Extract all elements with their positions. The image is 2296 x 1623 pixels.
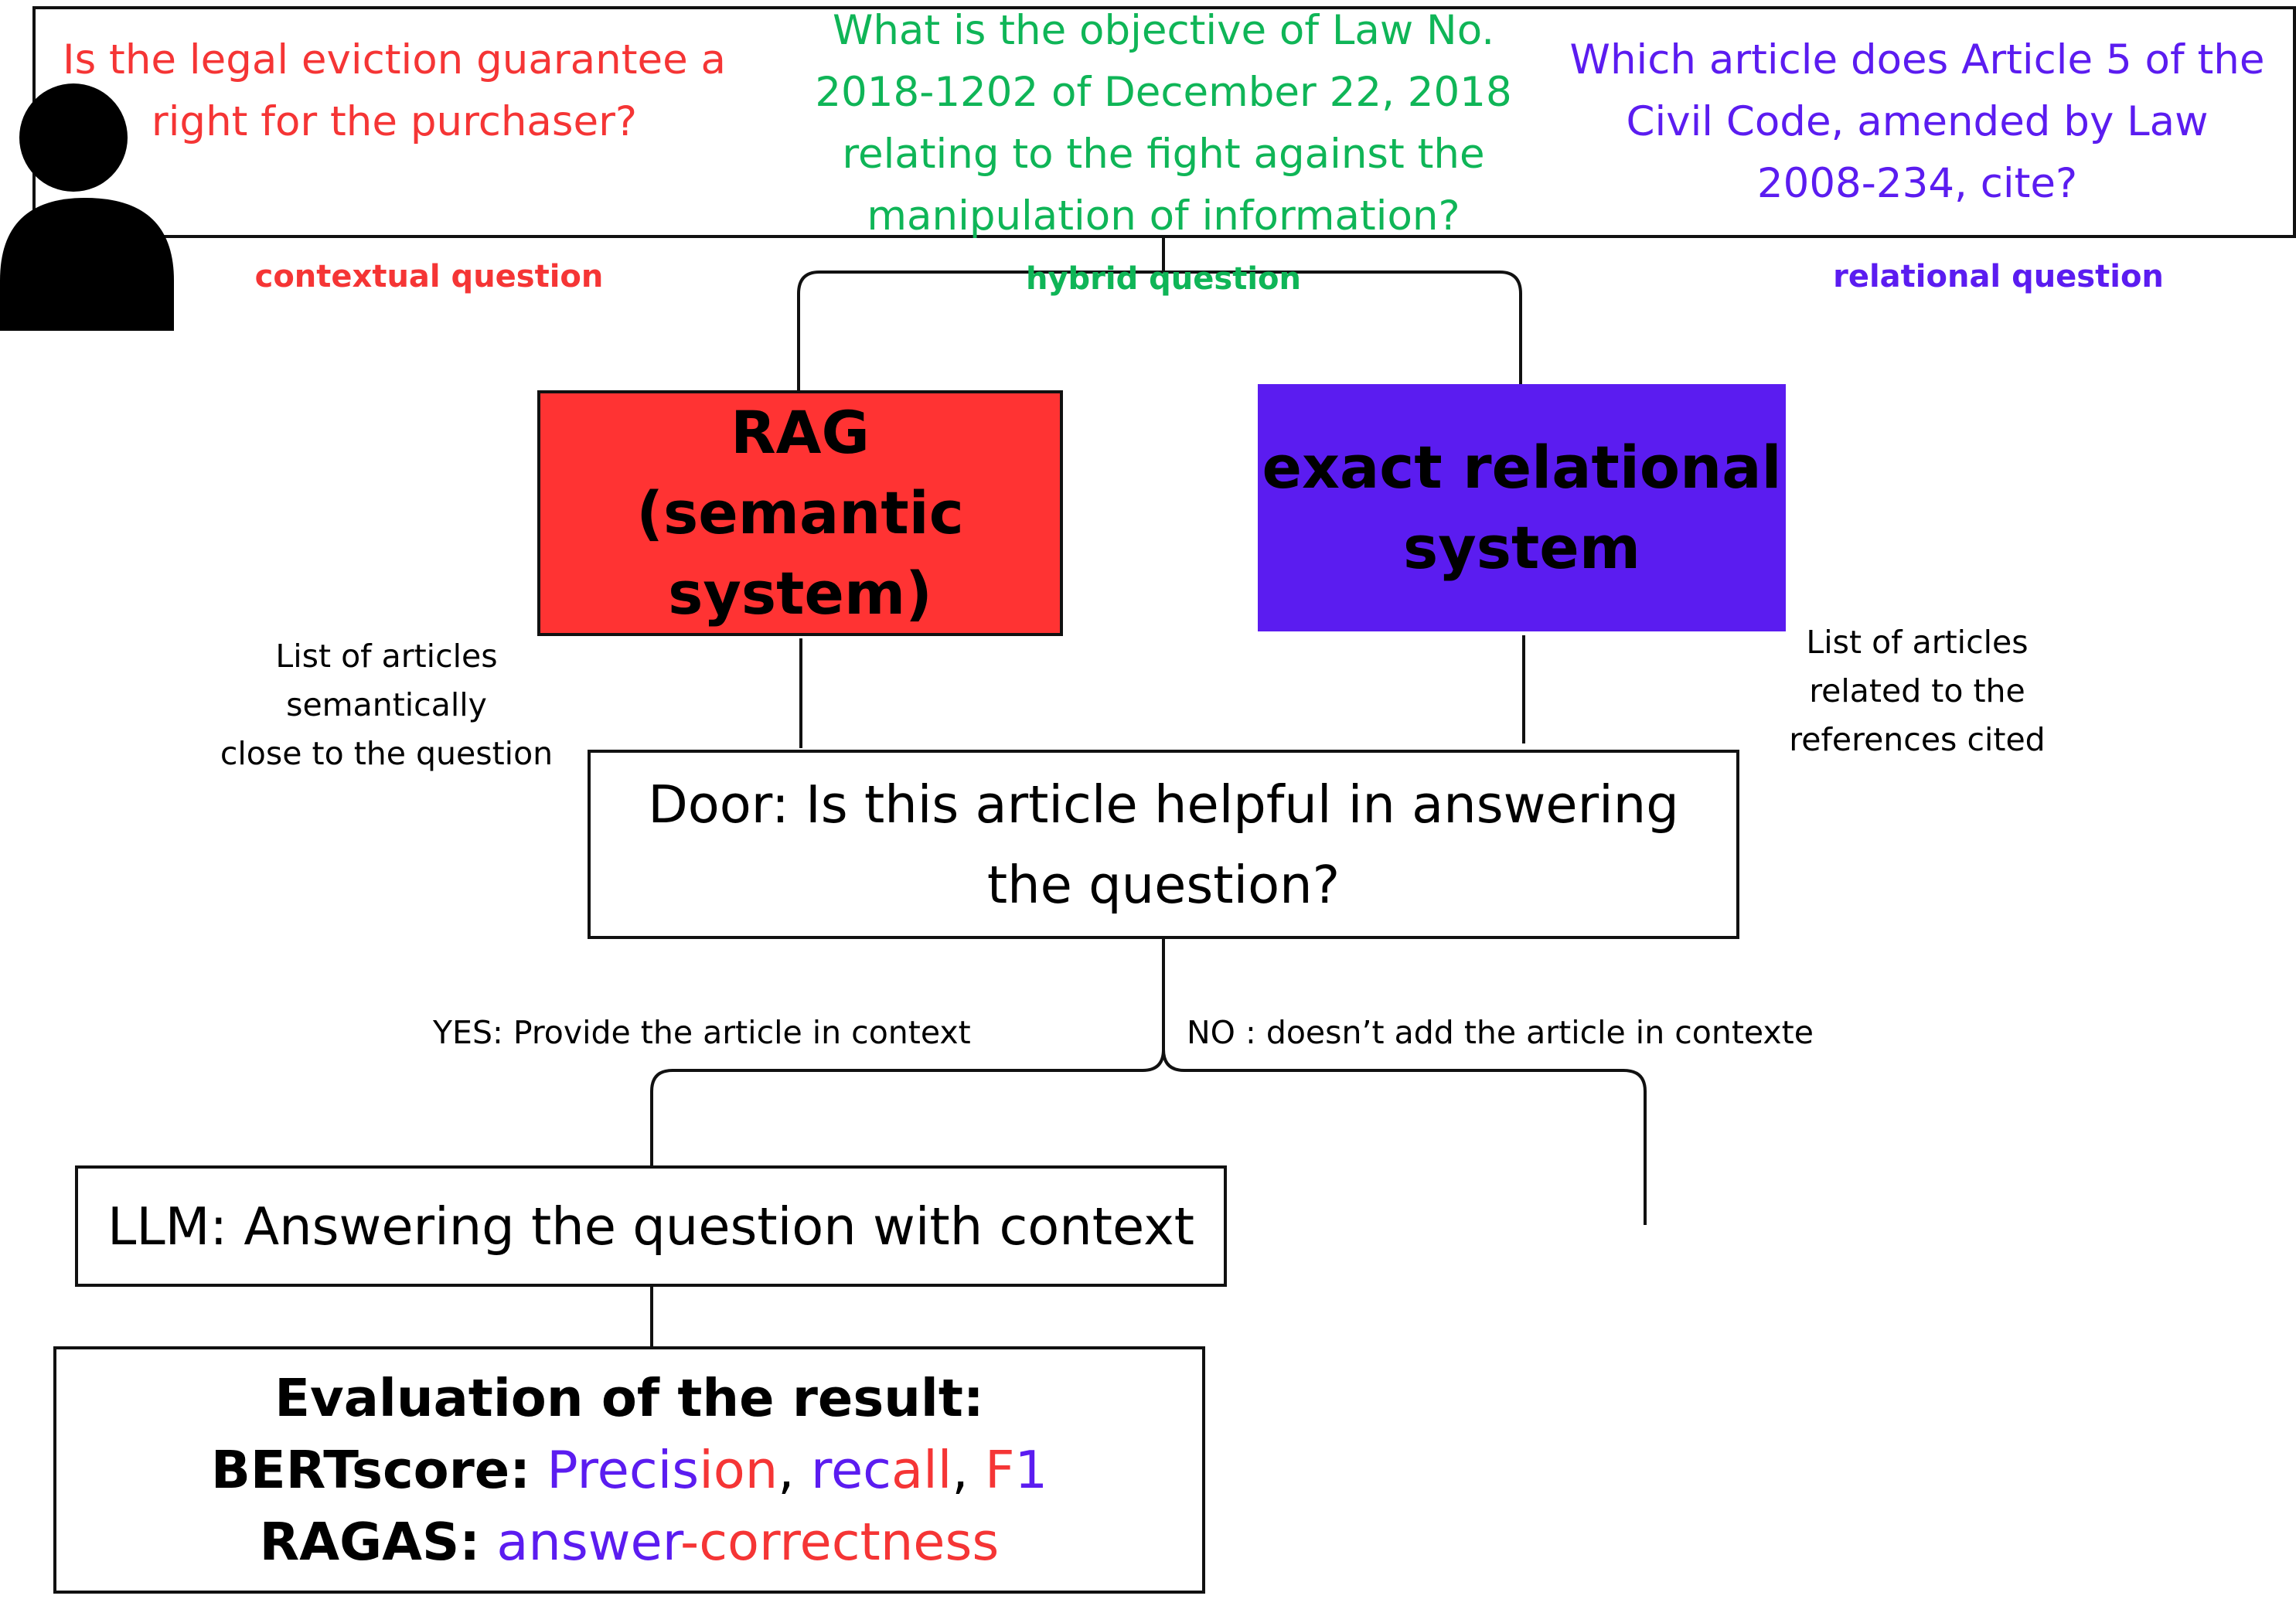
evaluation-title: Evaluation of the result:	[274, 1367, 984, 1428]
relational-system-box: exact relational system	[1258, 384, 1786, 631]
relational-output-line-1: List of articles	[1806, 624, 2029, 661]
yes-branch-label: YES: Provide the article in context	[433, 1014, 971, 1051]
door-text: Door: Is this article helpful in answeri…	[648, 774, 1679, 915]
rag-output-line-1: List of articles	[275, 638, 498, 675]
metric-precision: Precision	[547, 1439, 778, 1500]
rag-system-title: RAG	[731, 398, 870, 467]
relational-system-title: exact relational	[1262, 433, 1782, 502]
no-branch-label: NO : doesn’t add the article in contexte	[1187, 1014, 1814, 1051]
connector-yes-branch	[650, 924, 1165, 1165]
bertscore-label: BERTscore:	[210, 1439, 530, 1500]
relational-system-subtitle: system	[1402, 513, 1641, 582]
bertscore-line: BERTscore: Precision, recall, F1	[210, 1439, 1048, 1500]
rag-output-note: List of articles semantically close to t…	[186, 632, 588, 778]
metric-recall: recall	[810, 1439, 952, 1500]
user-icon	[0, 83, 178, 339]
metric-answer-correctness: answer-correctness	[496, 1511, 1000, 1572]
contextual-question-label: contextual question	[254, 259, 604, 294]
relational-output-line-3: references cited	[1789, 721, 2046, 758]
relational-question-text: Which article does Article 5 of the Civi…	[1569, 36, 2265, 207]
evaluation-box: Evaluation of the result: BERTscore: Pre…	[53, 1346, 1205, 1594]
relational-output-note: List of articles related to the referenc…	[1739, 618, 2095, 764]
relational-output-line-2: related to the	[1809, 672, 2025, 709]
llm-box: LLM: Answering the question with context	[75, 1165, 1227, 1287]
hybrid-question-label: hybrid question	[1025, 261, 1301, 297]
contextual-question-text: Is the legal eviction guarantee a right …	[62, 36, 727, 145]
ragas-label: RAGAS:	[259, 1511, 481, 1572]
ragas-line: RAGAS: answer-correctness	[211, 1506, 1048, 1578]
door-box: Door: Is this article helpful in answeri…	[588, 750, 1739, 939]
rag-output-line-2: semantically	[286, 686, 487, 723]
llm-text: LLM: Answering the question with context	[107, 1196, 1194, 1257]
rag-system-box: RAG (semantic system)	[537, 390, 1063, 636]
rag-system-subtitle: (semantic system)	[636, 478, 964, 628]
connector-to-relational	[1163, 270, 1522, 384]
relational-question-label: relational question	[1833, 259, 2164, 294]
connector-no-branch	[1162, 1049, 1647, 1225]
metric-f1: F1	[984, 1439, 1048, 1500]
hybrid-question-text: What is the objective of Law No. 2018-12…	[815, 7, 1512, 240]
connector-to-rag	[797, 238, 1165, 390]
rag-output-line-3: close to the question	[220, 735, 554, 772]
